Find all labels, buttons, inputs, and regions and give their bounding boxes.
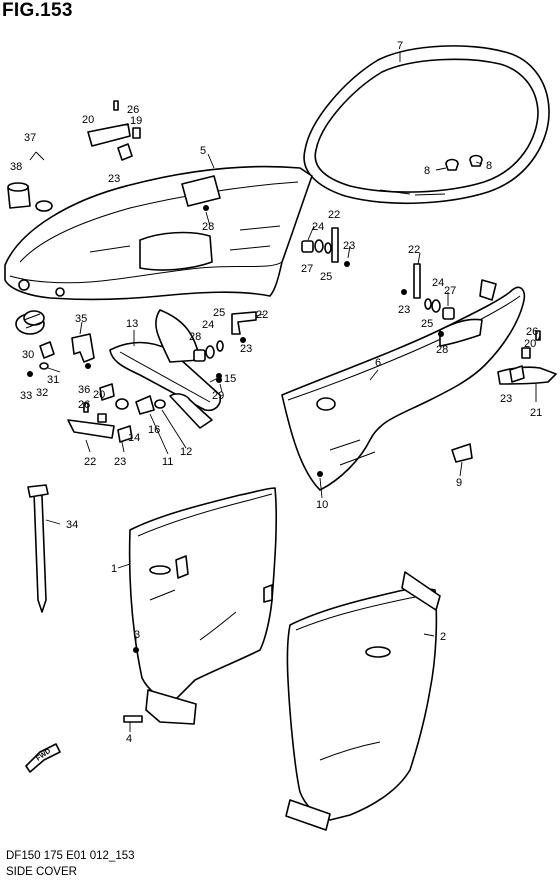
forward-arrow: FWD	[25, 743, 61, 773]
callout-4: 4	[126, 733, 132, 745]
strap	[27, 484, 49, 613]
callout-15: 15	[224, 373, 236, 385]
callout-20: 22	[328, 209, 340, 221]
figure-title: FIG.153	[2, 0, 73, 21]
callout-3: 3	[134, 629, 140, 641]
callout-27: 28	[189, 331, 201, 343]
seal-gasket	[303, 45, 550, 205]
plug-9	[451, 443, 473, 463]
callout-23: 23	[343, 240, 355, 252]
callout-33: 34	[66, 519, 78, 531]
callout-22: 23	[500, 393, 512, 405]
callout-1: 1	[111, 563, 117, 575]
callout-36: 37	[24, 132, 36, 144]
callout-27: 27	[301, 263, 313, 275]
right-upper-cover	[281, 279, 526, 491]
callout-35: 36	[78, 384, 90, 396]
callout-24: 24	[312, 221, 324, 233]
callout-13: 13	[126, 318, 138, 330]
callout-6: 6	[375, 357, 381, 369]
callout-17: 19	[130, 115, 142, 127]
callout-9: 9	[456, 477, 462, 489]
leader-lines	[29, 52, 541, 732]
callout-28: 28	[436, 344, 448, 356]
callout-24: 24	[202, 319, 214, 331]
figure-code: DF150 175 E01 012_153	[6, 850, 135, 862]
callout-labels: 7 5 8 8 6 9 10 1 2 3 4 34 37 38 26 20 19…	[10, 40, 542, 745]
grommet-29	[15, 310, 45, 335]
callout-27: 27	[444, 285, 456, 297]
callout-17: 20	[93, 389, 105, 401]
callout-12: 12	[180, 446, 192, 458]
callout-10: 10	[316, 499, 328, 511]
left-lower-cover	[128, 487, 278, 725]
callout-23: 23	[398, 304, 410, 316]
seal-38	[35, 200, 53, 212]
callout-28: 28	[202, 221, 214, 233]
small-hardware	[27, 100, 541, 723]
callout-28: 29	[212, 390, 224, 402]
callout-29: 30	[22, 349, 34, 361]
callout-11: 11	[162, 456, 173, 468]
callout-8: 8	[486, 160, 492, 172]
latch-18	[87, 123, 131, 147]
mount-bracket	[109, 309, 222, 429]
callout-20: 22	[256, 309, 268, 321]
callout-5: 5	[200, 145, 206, 157]
callout-37: 38	[10, 161, 22, 173]
callout-2: 2	[440, 631, 446, 643]
callout-16: 16	[148, 424, 160, 436]
callout-24: 24	[432, 277, 444, 289]
callout-19: 21	[530, 407, 542, 419]
callout-22: 23	[114, 456, 126, 468]
latch-19	[497, 366, 557, 385]
callout-17: 20	[524, 338, 536, 350]
callout-25: 25	[320, 271, 332, 283]
callout-22: 23	[108, 173, 120, 185]
figure-caption: SIDE COVER	[6, 866, 77, 878]
callout-18: 20	[82, 114, 94, 126]
callout-20: 22	[408, 244, 420, 256]
upper-cover	[4, 165, 313, 301]
callout-31: 32	[36, 387, 48, 399]
latch-21	[67, 419, 115, 439]
callout-30: 31	[47, 374, 59, 386]
callout-21: 22	[84, 456, 96, 468]
callout-34: 35	[75, 313, 87, 325]
callout-14: 14	[128, 432, 140, 444]
callout-26: 26	[127, 104, 139, 116]
cap-37	[7, 182, 31, 209]
callout-7: 7	[397, 40, 403, 52]
callout-25: 25	[421, 318, 433, 330]
callout-23: 23	[240, 343, 252, 355]
callout-8: 8	[424, 165, 430, 177]
callout-26: 26	[78, 399, 90, 411]
callout-25: 25	[213, 307, 225, 319]
right-lower-cover	[285, 571, 441, 831]
callout-32: 33	[20, 390, 32, 402]
callout-26: 26	[526, 326, 538, 338]
